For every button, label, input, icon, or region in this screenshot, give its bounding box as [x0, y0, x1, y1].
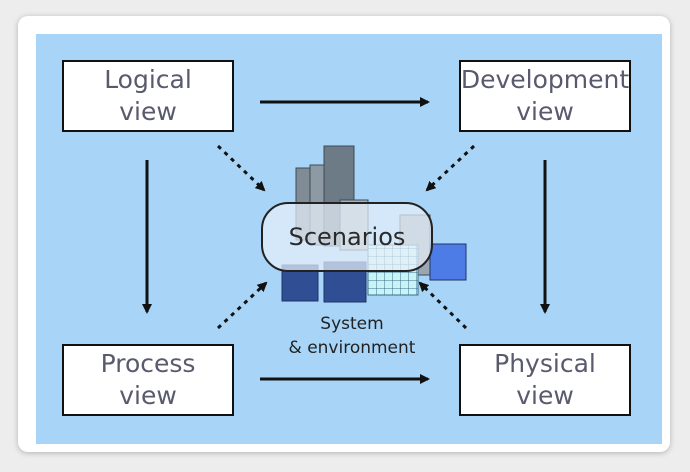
system-environment-label: System & environment	[288, 314, 416, 358]
scenarios-label: Scenarios	[288, 223, 406, 251]
logical-view-box: Logical view	[62, 60, 234, 132]
development-view-box: Development view	[459, 60, 631, 132]
physical-view-box: Physical view	[459, 344, 631, 416]
process-scenarios-dotted-arrow	[216, 281, 268, 330]
logical-scenarios-dotted-arrow	[216, 144, 266, 192]
logical-view-label: Logical view	[104, 65, 192, 126]
scenarios-pill	[261, 202, 433, 272]
development-view-label: Development view	[460, 65, 630, 126]
physical-scenarios-dotted-arrow	[418, 281, 468, 330]
physical-view-label: Physical view	[494, 349, 596, 410]
process-view-box: Process view	[62, 344, 234, 416]
process-view-label: Process view	[100, 349, 196, 410]
development-scenarios-dotted-arrow	[425, 144, 476, 192]
